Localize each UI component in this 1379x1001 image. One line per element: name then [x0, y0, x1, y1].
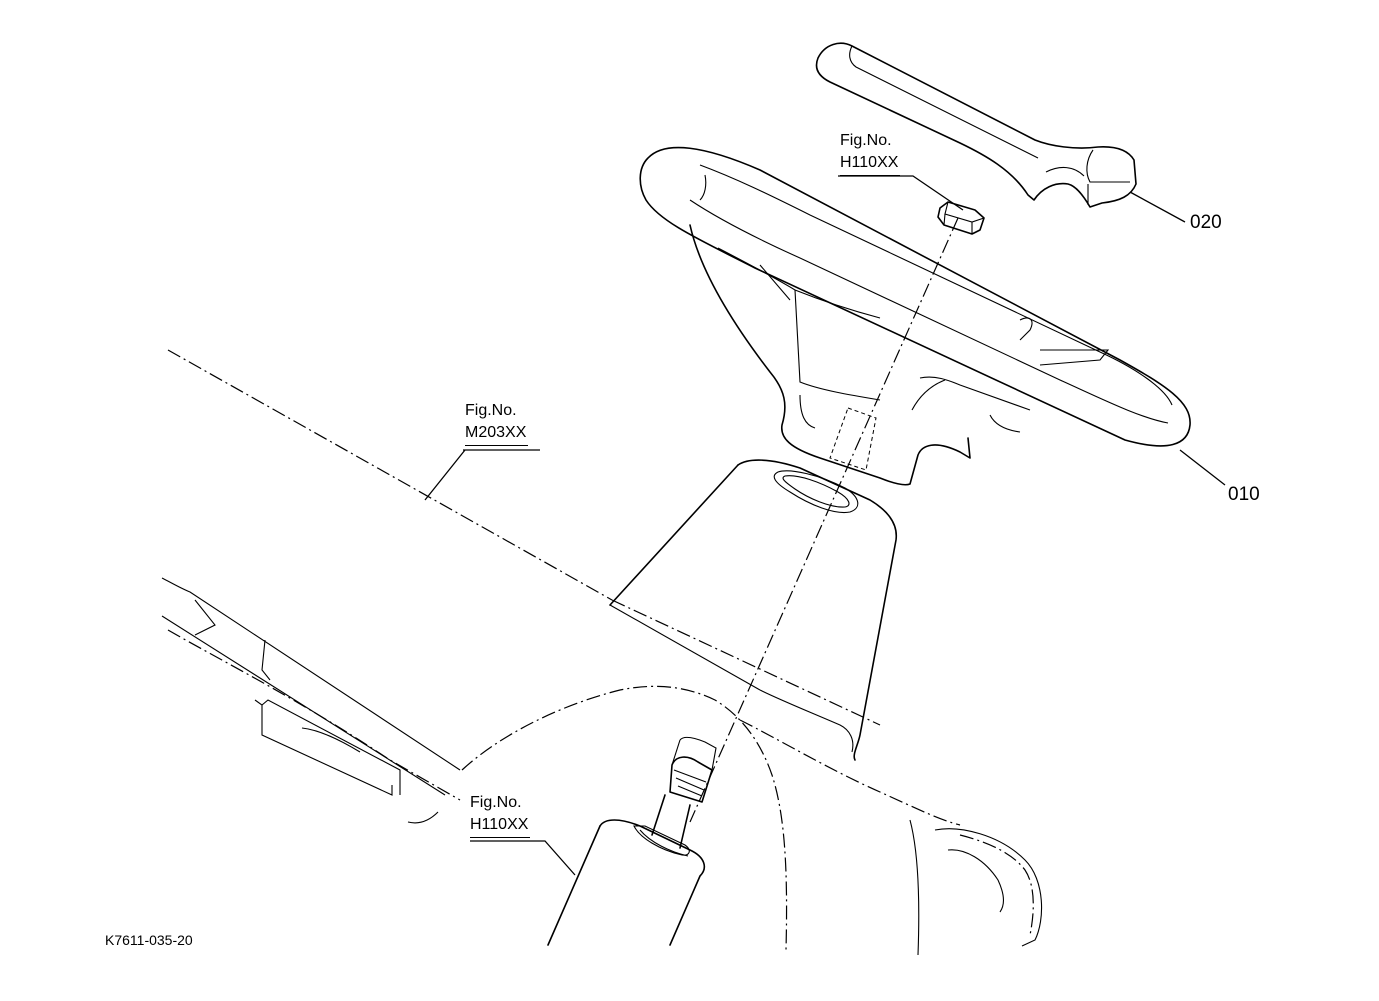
part-number-020[interactable]: 020	[1190, 212, 1222, 233]
hood-body	[461, 685, 1043, 956]
leader-ref-bottom	[470, 840, 576, 876]
figure-reference-number: M203XX	[465, 422, 529, 446]
steering-wheel-cover	[815, 42, 1137, 208]
leader-ref-top	[838, 175, 964, 211]
nut	[937, 201, 985, 235]
leader-020	[1129, 191, 1186, 223]
drawing-code: K7611-035-20	[105, 932, 193, 948]
steering-gearbox	[547, 819, 706, 946]
dashboard-panel	[161, 349, 881, 824]
steering-column-cover	[609, 459, 898, 761]
steering-shaft	[651, 736, 717, 849]
leader-010	[1179, 449, 1226, 486]
figure-reference-number: H110XX	[470, 814, 531, 838]
leader-ref-mid	[424, 449, 540, 501]
figure-reference-prefix: Fig.No.	[840, 132, 892, 149]
part-number-010[interactable]: 010	[1228, 484, 1260, 505]
figure-reference-prefix: Fig.No.	[465, 402, 517, 419]
figure-reference-number: H110XX	[840, 152, 901, 176]
figure-reference-prefix: Fig.No.	[470, 794, 522, 811]
figure-reference-middle[interactable]: Fig.No. M203XX	[465, 400, 529, 446]
steering-wheel	[639, 146, 1191, 486]
figure-reference-bottom[interactable]: Fig.No. H110XX	[470, 792, 531, 838]
assembly-axis-line	[689, 217, 959, 823]
figure-reference-top[interactable]: Fig.No. H110XX	[840, 130, 901, 176]
